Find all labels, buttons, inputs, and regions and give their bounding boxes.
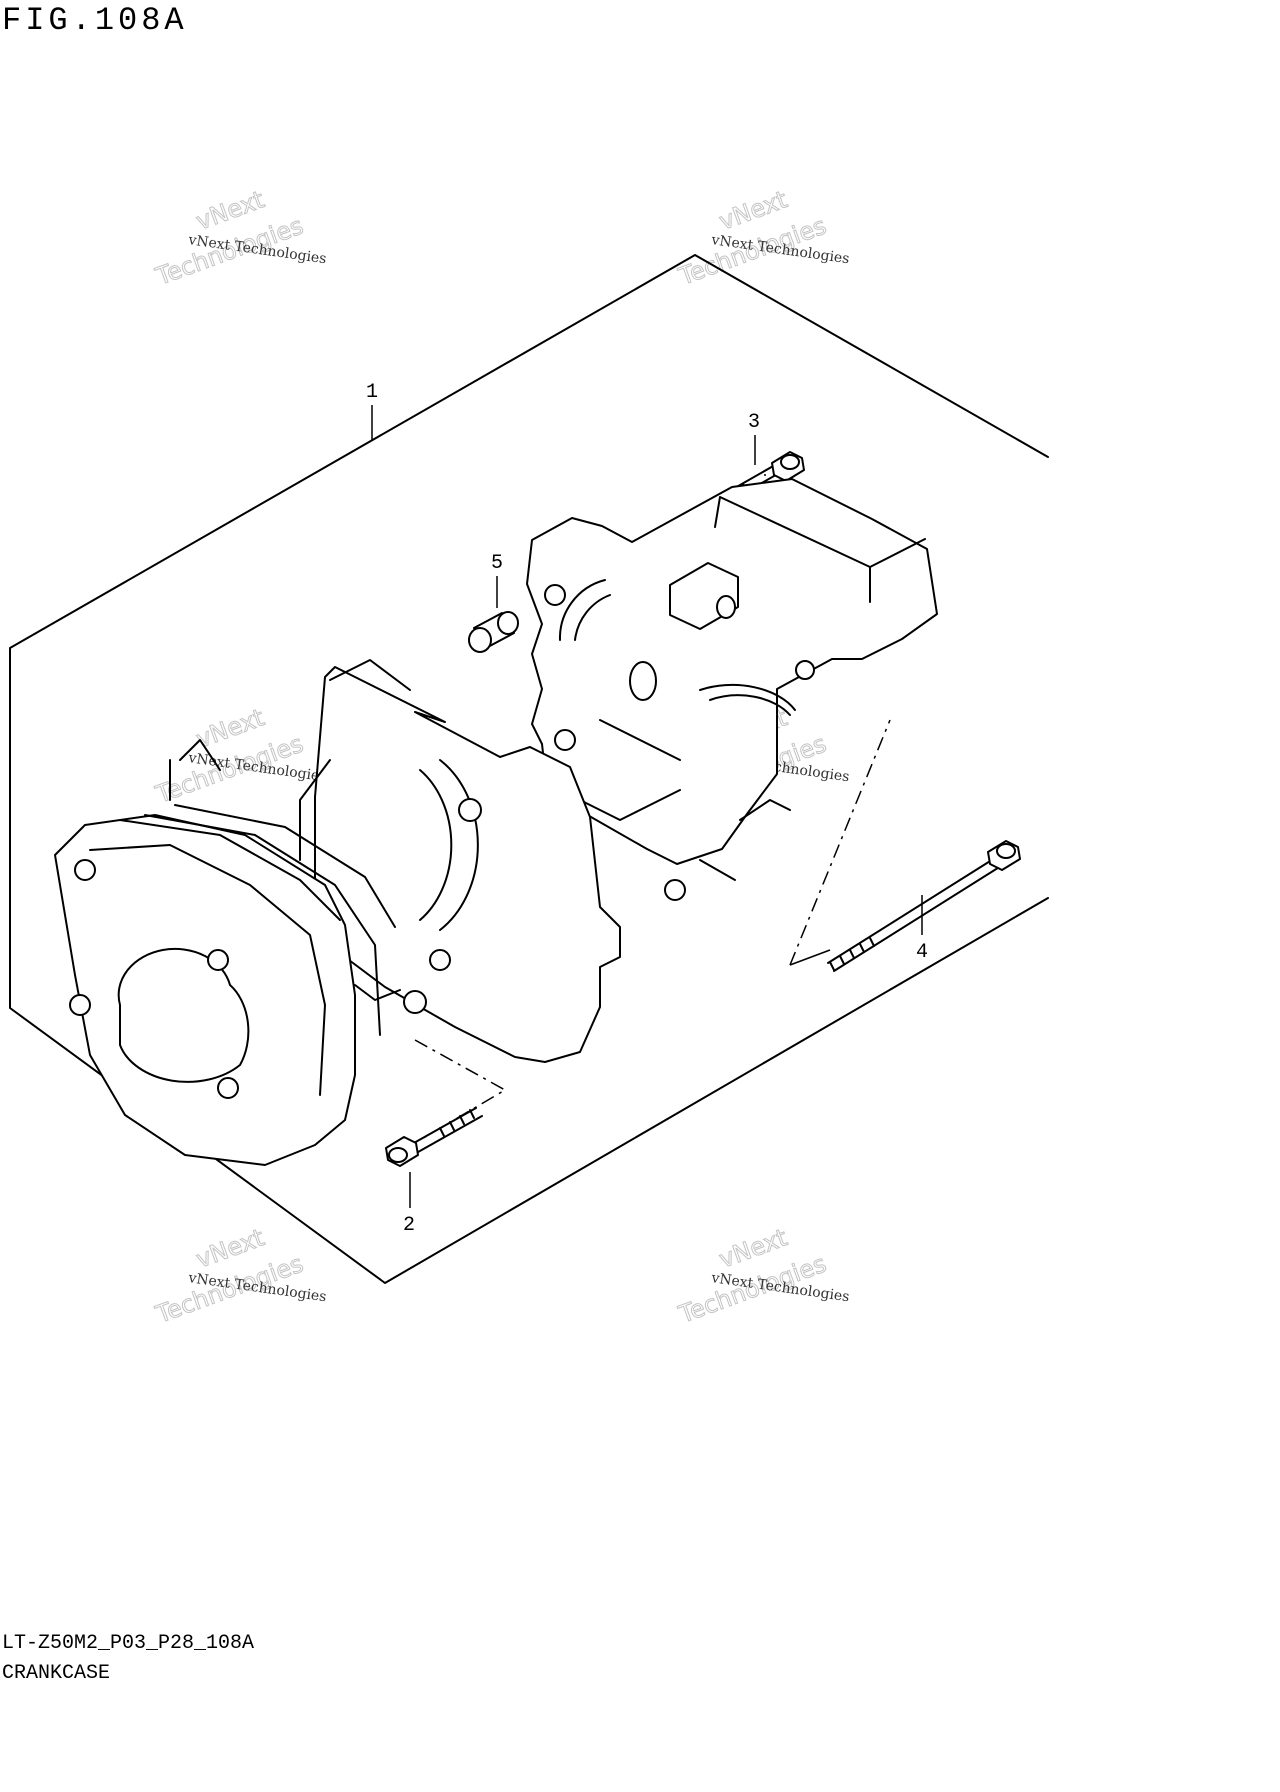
callout-5: 5 — [491, 552, 503, 608]
bolt-2 — [385, 1107, 483, 1167]
watermark-bottom-left: vNext Technologies vNext Technologies — [151, 1223, 327, 1330]
figure-title: FIG.108A — [2, 2, 188, 39]
svg-text:1: 1 — [366, 381, 378, 404]
long-bolt-4 — [827, 840, 1021, 972]
crankcase-right-half — [526, 474, 938, 901]
diagram-name: CRANKCASE — [2, 1662, 111, 1685]
bolt-2-path-line — [414, 1039, 507, 1141]
svg-text:3: 3 — [748, 411, 760, 434]
callout-3: 3 — [748, 411, 760, 465]
watermark-bottom-right: vNext Technologies vNext Technologies — [674, 1223, 850, 1330]
callout-4: 4 — [916, 895, 928, 964]
assembly-boundary — [9, 254, 1049, 1284]
watermark-top-left: vNext Technologies vNext Technologies — [151, 185, 327, 292]
svg-text:5: 5 — [491, 552, 503, 575]
callout-1: 1 — [366, 381, 378, 440]
diagram-code: LT-Z50M2_P03_P28_108A — [2, 1632, 255, 1655]
dowel-pin-5 — [468, 611, 519, 653]
callout-2: 2 — [403, 1172, 415, 1237]
crankcase-left-half — [299, 666, 621, 1063]
bolt-4-leader — [789, 949, 831, 966]
watermark-mid-left: vNext Technologies vNext Technologies — [151, 703, 327, 810]
svg-text:4: 4 — [916, 941, 928, 964]
cylinder-block — [54, 659, 411, 1166]
svg-text:2: 2 — [403, 1214, 415, 1237]
watermark-top-right: vNext Technologies vNext Technologies — [674, 185, 850, 292]
